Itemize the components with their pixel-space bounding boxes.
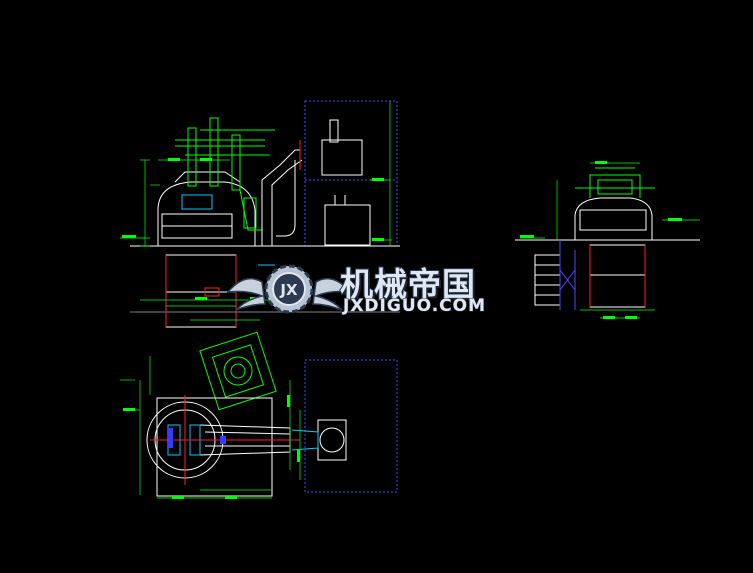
side-elevation-view: [515, 161, 700, 319]
left-wing: [226, 277, 266, 311]
transformer-block: [199, 331, 277, 411]
watermark-emblem: JX: [226, 264, 352, 314]
plan-view: [120, 331, 398, 499]
cyan-details: [181, 194, 275, 266]
front-elevation-view: [120, 100, 400, 328]
watermark-title: 机械帝国: [339, 264, 476, 305]
plan-blue-fills: [168, 428, 226, 448]
side-structure: [559, 240, 576, 310]
mast-and-pipe: [261, 119, 371, 246]
side-electrode-frame: [575, 167, 655, 198]
dimension-ticks-side: [520, 161, 682, 319]
plan-building-frame: [304, 359, 398, 493]
dimension-ticks-plan: [123, 395, 300, 499]
right-wing: [312, 277, 352, 311]
side-red-accents: [589, 245, 646, 307]
emblem-badge: JX: [279, 281, 298, 299]
watermark-subtitle: JXDIGUO.COM: [342, 296, 487, 317]
